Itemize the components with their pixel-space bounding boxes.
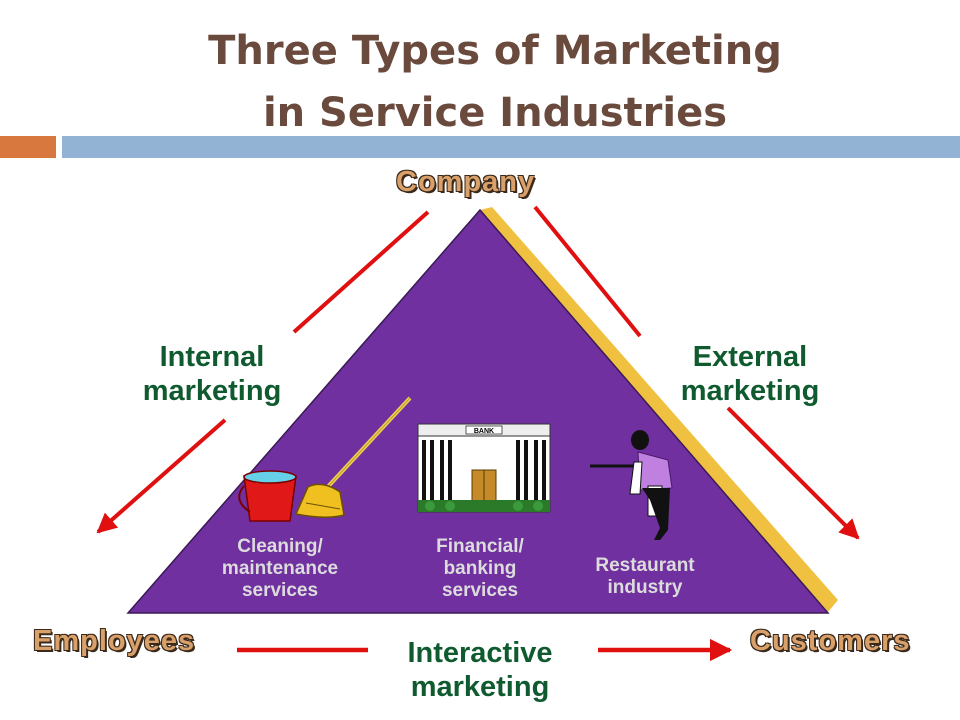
external-arrow-lower (726, 406, 860, 540)
company-label: Company (396, 166, 536, 198)
restaurant-industry-label: Restaurant industry (545, 555, 745, 599)
title-line-2: in Service Industries (262, 90, 728, 136)
internal-marketing-line-1: Internal (159, 341, 265, 373)
external-arrow-upper (533, 205, 642, 338)
internal-arrow-upper (292, 210, 430, 334)
waiter-icon (590, 430, 673, 540)
internal-marketing-line-2: marketing (142, 375, 282, 407)
cleaning-line-2: maintenance (221, 558, 339, 579)
restaurant-line-2: industry (607, 577, 683, 598)
financial-services-label: Financial/ banking services (380, 536, 580, 602)
external-marketing-label: External marketing (650, 340, 850, 408)
cleaning-line-1: Cleaning/ (237, 536, 323, 557)
title-line-1: Three Types of Marketing (208, 28, 782, 74)
accent-bar-blue (62, 136, 960, 158)
financial-line-2: banking (443, 558, 517, 579)
bank-sign: BANK (474, 428, 494, 435)
financial-line-1: Financial/ (436, 536, 524, 557)
external-marketing-line-1: External (692, 341, 808, 373)
financial-line-3: services (441, 580, 519, 601)
triangle-edge-shadow (480, 207, 838, 612)
employees-label: Employees (33, 625, 196, 657)
cleaning-services-label: Cleaning/ maintenance services (180, 536, 380, 602)
cleaning-line-3: services (241, 580, 319, 601)
external-marketing-line-2: marketing (680, 375, 820, 407)
bank-building-icon: BANK (417, 423, 551, 513)
restaurant-line-1: Restaurant (595, 555, 695, 576)
internal-arrow-lower (96, 418, 227, 534)
cleaning-bucket-mop-icon (238, 396, 412, 522)
accent-bar-orange (0, 136, 56, 158)
internal-marketing-label: Internal marketing (112, 340, 312, 408)
interactive-marketing-label: Interactive marketing (370, 636, 590, 704)
interactive-marketing-line-2: marketing (410, 671, 550, 703)
interactive-marketing-line-1: Interactive (407, 637, 553, 669)
customers-label: Customers (750, 625, 911, 657)
